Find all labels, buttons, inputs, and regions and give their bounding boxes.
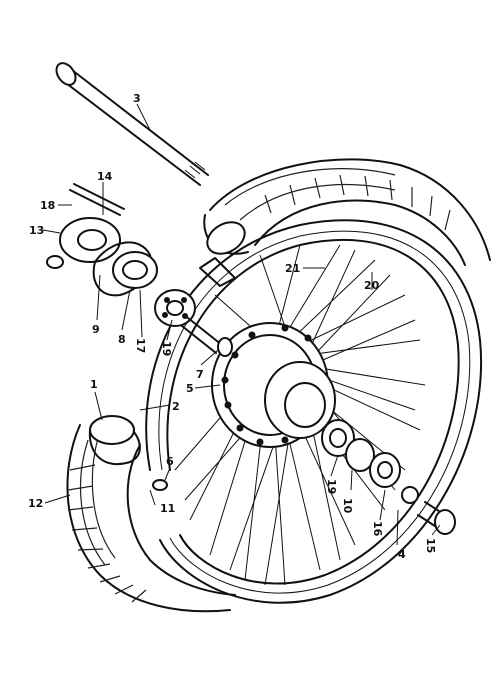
callout-10: 10 bbox=[341, 498, 354, 514]
callout-12: 12 bbox=[28, 497, 43, 510]
brake-panel bbox=[46, 183, 233, 357]
callout-19-left: 19 bbox=[160, 341, 173, 356]
callout-3: 3 bbox=[133, 92, 141, 105]
callout-17: 17 bbox=[134, 338, 147, 353]
callout-8: 8 bbox=[118, 333, 126, 346]
callout-7: 7 bbox=[196, 368, 204, 381]
callout-2: 2 bbox=[172, 400, 180, 413]
callout-20: 20 bbox=[364, 279, 380, 292]
callout-13: 13 bbox=[29, 224, 44, 237]
callout-9: 9 bbox=[92, 323, 100, 336]
wheel-rim bbox=[145, 219, 483, 604]
callout-6: 6 bbox=[166, 455, 174, 468]
callout-14: 14 bbox=[97, 170, 113, 183]
callout-19-right: 19 bbox=[325, 479, 338, 494]
leader-lines bbox=[42, 103, 441, 546]
wheel-hub bbox=[211, 322, 336, 448]
right-side-parts bbox=[152, 419, 456, 535]
callout-16: 16 bbox=[371, 521, 384, 537]
callout-15: 15 bbox=[424, 538, 437, 553]
callout-4: 4 bbox=[398, 548, 406, 561]
callout-11: 11 bbox=[160, 502, 175, 515]
axle bbox=[55, 62, 209, 186]
callout-1: 1 bbox=[90, 378, 98, 391]
callouts: 1 2 3 4 5 6 7 8 9 10 11 12 13 14 15 16 1… bbox=[28, 92, 437, 561]
tire-lower bbox=[66, 415, 236, 613]
callout-18: 18 bbox=[40, 199, 55, 212]
callout-5: 5 bbox=[186, 382, 194, 395]
tire-upper bbox=[199, 158, 491, 287]
callout-21: 21 bbox=[285, 262, 300, 275]
